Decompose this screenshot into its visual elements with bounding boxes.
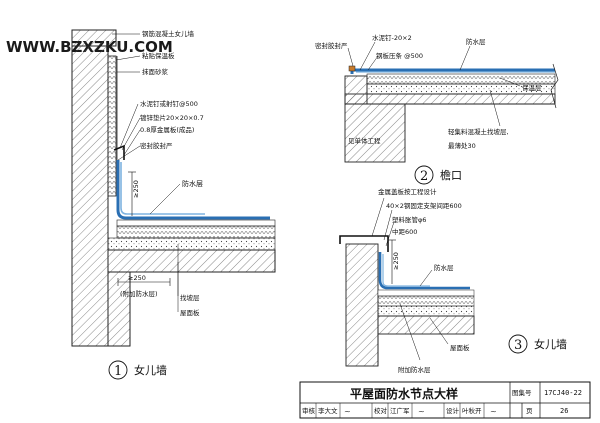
label-extra-layer: (附加防水层): [120, 289, 158, 298]
detail-2-index-circle: [414, 165, 434, 185]
label-d3-dim-up: ≥250: [392, 252, 400, 270]
label-d2-steel-strip: 钢板压条 @500: [376, 51, 423, 60]
detail-2-number: 2: [420, 169, 428, 184]
label-d3-angle-bracket: 40×2钢固定支架间距600: [386, 201, 462, 210]
title-block-atlas-no: 17CJ40-22: [544, 389, 582, 397]
label-d3-metal-cap: 金属盖板按工程设计: [378, 187, 437, 196]
title-block-page-no: 26: [560, 407, 568, 415]
label-d3-spacing: 中距600: [392, 227, 417, 236]
detail-3-index-circle: [508, 334, 528, 354]
title-block-design-label: 设计: [446, 406, 460, 415]
label-d3-roof-slab: 屋面板: [450, 343, 470, 352]
label-d2-sealant: 密封胶封严: [315, 41, 348, 50]
title-block-atlas-label: 图集号: [512, 388, 532, 397]
review-signature: ~: [344, 407, 351, 416]
title-block-review-name: 李大文: [318, 406, 338, 415]
label-roof-slab: 屋面板: [180, 308, 200, 317]
detail-3-number: 3: [514, 338, 522, 353]
label-d3-extra-layer: 附加防水层: [398, 365, 431, 374]
label-d2-slope-concrete: 轻集料混凝土找坡层,: [448, 127, 509, 136]
label-d3-waterproof: 防水层: [434, 263, 454, 272]
title-block-check-name: 江广军: [390, 406, 410, 415]
detail-1-index-circle: [108, 360, 128, 380]
detail-2-eave: [344, 41, 559, 163]
title-block-title: 平屋面防水节点大样: [350, 386, 458, 401]
detail-3-parapet: [339, 197, 475, 367]
label-washer: 镀锌垫片20×20×0.7: [140, 113, 204, 122]
detail-1-parapet: [71, 29, 276, 347]
label-insulation-board: 粘贴保温板: [142, 51, 175, 60]
label-sealant: 密封胶封严: [140, 141, 173, 150]
label-d2-nail: 水泥钉-20×2: [372, 33, 412, 42]
label-nail: 水泥钉或射钉@500: [140, 99, 198, 108]
label-d3-plastic-tube: 塑料胀管φ6: [392, 215, 426, 224]
label-metal-plate: 0.8厚金属板(成品): [140, 125, 194, 134]
title-block: [299, 381, 591, 419]
title-block-check-label: 校对: [374, 406, 388, 415]
detail-3-title: 女儿墙: [534, 337, 567, 351]
check-signature: ~: [418, 407, 425, 416]
detail-2-title: 檐口: [440, 168, 462, 182]
title-block-review-label: 审核: [302, 406, 316, 415]
label-slope-layer: 找坡层: [180, 293, 200, 302]
label-d2-waterproof: 防水层: [466, 37, 486, 46]
label-plaster: 抹面砂浆: [142, 67, 169, 76]
label-parapet: 钢筋混凝土女儿墙: [142, 29, 195, 38]
design-signature: ~: [490, 407, 497, 416]
detail-1-title: 女儿墙: [134, 363, 167, 377]
detail-1-number: 1: [114, 364, 122, 379]
label-dim-up: ≥250: [132, 180, 140, 198]
label-d2-thinnest: 最薄处30: [448, 141, 476, 150]
title-block-page-label: 页: [526, 407, 533, 415]
title-block-design-name: 叶秋开: [462, 406, 482, 415]
label-waterproof: 防水层: [182, 179, 203, 188]
label-d2-see-body: 见单体工程: [348, 136, 381, 145]
label-d2-insulation: 保温层: [522, 83, 542, 92]
label-dim-horiz: ≥250: [128, 274, 146, 282]
